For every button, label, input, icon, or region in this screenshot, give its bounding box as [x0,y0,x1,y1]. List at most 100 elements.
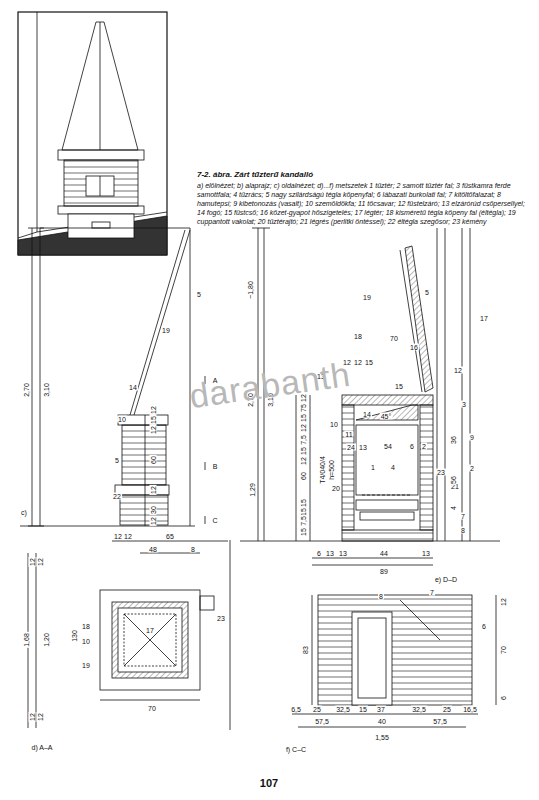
dimension-label: 12 [150,405,157,415]
dimension-label: 15 [358,706,368,713]
dimension-label: 70 [147,705,157,712]
dimension-label: 13 [338,550,348,557]
dimension-label: 5 [114,457,120,464]
dimension-label: 1,68 [23,632,30,648]
dimension-label: 25 [442,706,452,713]
dimension-label: 18 [81,623,91,630]
dimension-label: 8 [460,527,466,534]
dimension-label: 14 [362,411,372,418]
dimension-label: 10 [329,421,339,428]
dimension-label: 3,10 [43,382,50,398]
dimension-label: 12 [29,557,36,567]
page-number: 107 [259,778,279,789]
dimension-label: 6 [316,550,322,557]
dimension-label: 12 [29,712,36,722]
dimension-label: 12 [150,425,157,435]
dimension-label: 6 [481,623,487,630]
dimension-label: 8 [378,593,384,600]
dimension-label: 36 [450,435,457,445]
dimension-label: 16,5 [462,706,478,713]
dimension-label: 32,5 [411,706,427,713]
dimension-label: 15 [300,446,307,456]
dimension-label: 24 [346,444,356,451]
dimension-label: 89 [379,568,389,575]
dimension-label: 12 [37,712,44,722]
dimension-label: h=500 [328,459,335,481]
dimension-label: 19 [362,294,372,301]
dimension-label: 15 [394,383,404,390]
dimension-label: 7 [429,589,435,596]
dimension-label: 19 [161,327,171,334]
dimension-label: 40 [377,718,387,725]
figure-title: 7-2. ábra. Zárt tűzterű kandalló [197,170,313,179]
dimension-label: 70 [500,645,507,655]
dimension-label: 12 [123,533,133,540]
dimension-label: 8 [190,546,196,553]
figure-caption: a) elölnézet; b) alaprajz; c) oldalnézet… [197,181,533,226]
dimension-label: 75 [300,403,307,413]
dimension-label: 1,55 [374,734,390,741]
dimension-label: 2,70 [23,382,30,398]
dimension-label: 15 [364,359,374,366]
dimension-label: 17 [479,315,489,322]
dimension-label: 12 [353,359,363,366]
dimension-label: 60 [150,455,157,465]
dimension-label: 1 [370,464,376,471]
dimension-label: 23 [216,615,226,622]
dimension-label: 7 [460,513,466,520]
dimension-label: 32,5 [335,706,351,713]
dimension-label: 22 [112,493,122,500]
dimension-label: f) C–C [285,746,307,753]
dimension-label: 18 [353,333,363,340]
dimension-label: 10 [81,638,91,645]
dimension-label: 2 [469,465,475,472]
dimension-label: 12 [453,367,463,374]
dimension-label: 19 [81,662,91,669]
dimension-label: 13 [358,444,368,451]
dimension-label: 13 [325,550,335,557]
dimension-label: 25 [312,706,322,713]
dimension-label: 4 [450,505,457,511]
dimension-label: 6,5 [290,706,302,713]
dimension-label: 13 [421,550,431,557]
dimension-label: 56 [450,475,457,485]
dimension-label: 83 [302,645,309,655]
dimension-label: 15 [300,413,307,423]
dimension-label: T4/040/4 [319,455,326,485]
dimension-label: d) A–A [30,744,53,751]
dimension-label: 70 [389,335,399,342]
dimension-label: 9 [469,434,475,441]
dimension-label: 7,5 [300,515,307,527]
dimension-label: 14 [128,384,138,391]
dimension-label: 7,5 [300,434,307,446]
dimension-label: e) D–D [434,576,458,583]
dimension-label: 65 [165,533,175,540]
dimension-label: 3 [461,401,467,408]
dimension-label: 12 [150,516,157,526]
dimension-label: C [211,517,218,524]
dimension-label: 5 [196,291,202,298]
dimension-label: 45° [380,413,393,420]
dimension-label: 23 [436,469,446,476]
dimension-label: 12 [300,456,307,466]
dimension-label: 130 [71,629,78,643]
dimension-label: 15 [300,527,307,537]
dimension-label: 57,5 [314,718,330,725]
dimension-label: c) [20,509,28,516]
dimension-label: 12 [113,533,123,540]
dimension-label: 15 [150,415,157,425]
dimension-label: 17 [145,627,155,634]
dimension-label: 6 [409,443,415,450]
dimension-label: 44 [379,550,389,557]
dimension-label: ~1,80 [247,280,254,300]
dimension-label: 1,29 [249,482,256,498]
dimension-label: 12 [300,423,307,433]
dimension-label: 6 [500,695,507,701]
dimension-label: 5 [424,289,430,296]
dimension-label: 37 [376,706,386,713]
dimension-label: 2 [421,443,427,450]
dimension-label: 57,5 [432,718,448,725]
dimension-label: B [212,463,219,470]
dimension-label: 16 [409,344,419,351]
